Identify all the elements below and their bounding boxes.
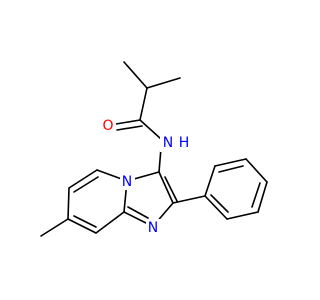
bond-ph3-ph4 [245, 158, 268, 183]
bond-n1-c8a [123, 211, 149, 225]
bond-carbonyl-oxygen-2 [116, 125, 143, 131]
bond-ph5-ph6 [226, 211, 259, 220]
bond-carbonyl-oxygen-1 [115, 119, 141, 125]
molecule-diagram: O N H N N [40, 61, 268, 237]
bond-c7-methyl [40, 218, 69, 237]
atom-label-imidazole-nitrogen: N [148, 220, 158, 236]
bond-carbonyl-nitrogen [139, 119, 162, 140]
atom-label-bridgehead-nitrogen: N [122, 174, 132, 190]
bond-isopropyl-carbonyl [139, 87, 148, 121]
bond-ph4-ph5-outer [257, 181, 268, 213]
bond-n1-c8a-inner [127, 206, 149, 219]
bond-methyl-isopropyl-left [123, 61, 148, 89]
atom-label-amide-hydrogen: H [179, 135, 190, 151]
bond-ph2-ph3-inner [218, 165, 244, 173]
bond-c8-c8a [95, 211, 125, 234]
bond-ph6-ph1-outer [204, 195, 228, 220]
bond-c7-c8-outer [67, 218, 97, 234]
bond-c5-c6-inner [73, 176, 99, 193]
atom-label-oxygen: O [102, 118, 113, 134]
bond-methyl-isopropyl-right [146, 77, 181, 89]
bond-c6-c7 [67, 187, 70, 220]
bond-ph4-ph5-inner [251, 182, 261, 208]
bond-c3-c2-inner [164, 176, 178, 202]
bond-c2-phenyl [172, 195, 206, 204]
structure-svg: O N H N N [40, 61, 268, 237]
atom-label-amide-nitrogen: N [163, 135, 173, 151]
bond-ph1-ph2 [204, 165, 216, 197]
bond-c3-c2-outer [158, 171, 174, 204]
bond-ph2-ph3-outer [214, 158, 247, 167]
bond-c5-c6-outer [68, 169, 98, 189]
bond-ph6-ph1-inner [210, 194, 229, 213]
bond-c7-c8-inner [73, 215, 97, 228]
